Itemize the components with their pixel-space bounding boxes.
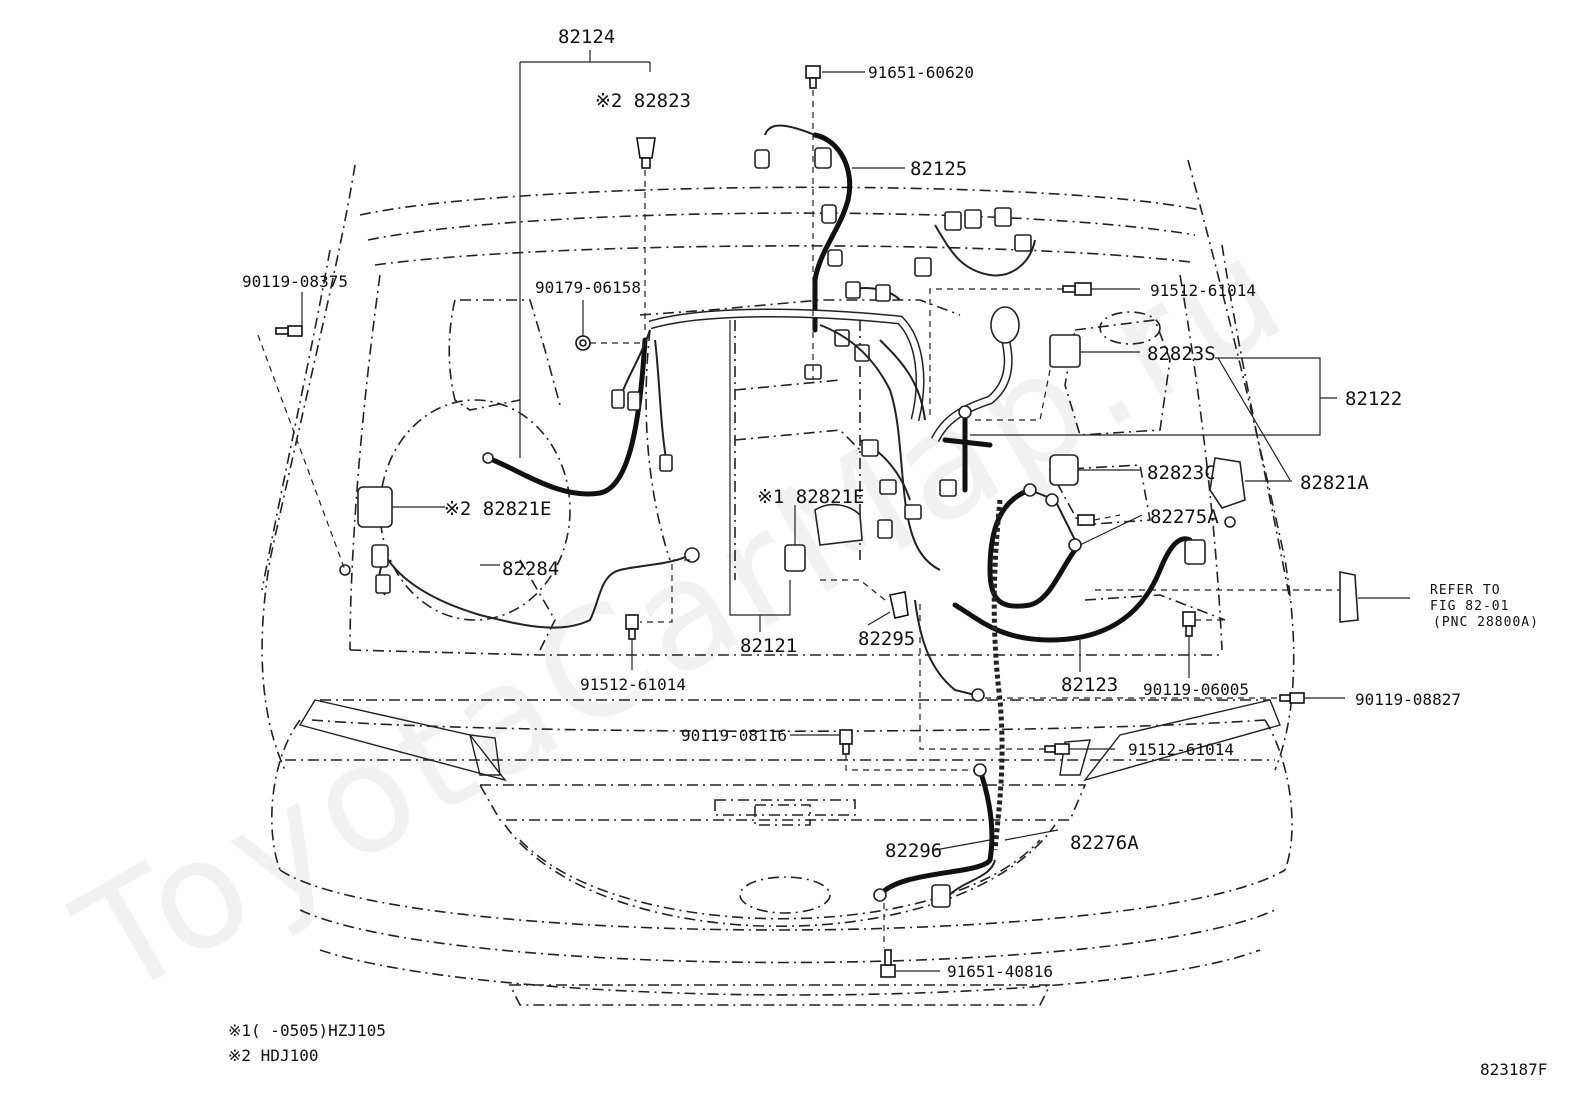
connector-82823C [1049, 454, 1079, 486]
harness-82296 [877, 767, 995, 898]
bolt-91512-61014-c-icon [1044, 743, 1070, 755]
label-82123: 82123 [1061, 674, 1118, 696]
label-91651-60620: 91651-60620 [868, 63, 974, 82]
label-82821E-2: ※2 82821E [444, 498, 551, 520]
bolt-82275A-icon [1077, 514, 1095, 526]
label-82125: 82125 [910, 158, 967, 180]
figure-code: 823187F [1480, 1060, 1547, 1079]
label-82122: 82122 [1345, 388, 1402, 410]
fastener-group [275, 65, 1305, 978]
bolt-90119-08375-icon [275, 325, 303, 337]
label-82295: 82295 [858, 628, 915, 650]
label-82823C: 82823C [1147, 462, 1216, 484]
harness-82124 [485, 337, 648, 497]
label-82296: 82296 [885, 840, 942, 862]
relay-82821E-center [814, 503, 863, 546]
bolt-91651-60620-icon [805, 65, 821, 89]
note-1: ※1( -0505)HZJ105 [228, 1021, 386, 1040]
strap-82276A [991, 499, 1005, 851]
leader-lines [257, 50, 1410, 972]
label-82275A: 82275A [1150, 506, 1219, 528]
label-91512-61014-bottom-left: 91512-61014 [580, 675, 686, 694]
bolt-91651-40816-icon [880, 949, 896, 978]
label-82284: 82284 [502, 558, 559, 580]
label-90119-08827: 90119-08827 [1355, 690, 1461, 709]
reference-line-1: REFER TO [1430, 583, 1501, 598]
relay-82821E-left [357, 486, 393, 528]
nut-90179-06158-icon [575, 335, 591, 351]
clip-82823-icon [636, 137, 656, 169]
label-82823S: 82823S [1147, 343, 1216, 365]
label-91512-61014-bottom-right: 91512-61014 [1128, 740, 1234, 759]
label-82823: ※2 82823 [595, 90, 691, 112]
label-91512-61014-top: 91512-61014 [1150, 281, 1256, 300]
label-90119-08116: 90119-08116 [681, 726, 787, 745]
label-90119-08375: 90119-08375 [242, 272, 348, 291]
wire-harness-group [339, 124, 1359, 908]
harness-82125 [812, 132, 853, 333]
bolt-90119-08116-icon [839, 729, 853, 755]
label-82121: 82121 [740, 635, 797, 657]
label-91651-40816: 91651-40816 [947, 962, 1053, 981]
bolt-90119-06005-icon [1182, 611, 1196, 637]
harness-82284 [384, 554, 691, 629]
note-2: ※2 HDJ100 [228, 1046, 318, 1065]
relay-82821A [1209, 457, 1246, 509]
connector-82823S [1049, 334, 1081, 368]
label-82276A: 82276A [1070, 832, 1139, 854]
bolt-91512-61014-a-icon [1062, 282, 1092, 296]
reference-line-2: FIG 82-01 [1430, 599, 1509, 614]
reference-line-3: (PNC 28800A) [1433, 615, 1539, 630]
label-82821E-1: ※1 82821E [757, 486, 864, 508]
part-labels: 82124 ※2 82823 91651-60620 82125 90119-0… [228, 26, 1547, 1079]
bracket-82295-icon [889, 591, 909, 619]
label-90119-06005: 90119-06005 [1143, 680, 1249, 699]
bolt-90119-08827-icon [1279, 692, 1305, 704]
bolt-91512-61014-b-icon [625, 614, 639, 640]
label-82124: 82124 [558, 26, 615, 48]
label-90179-06158: 90179-06158 [535, 278, 641, 297]
harness-82123 [987, 487, 1078, 609]
label-82821A: 82821A [1300, 472, 1369, 494]
